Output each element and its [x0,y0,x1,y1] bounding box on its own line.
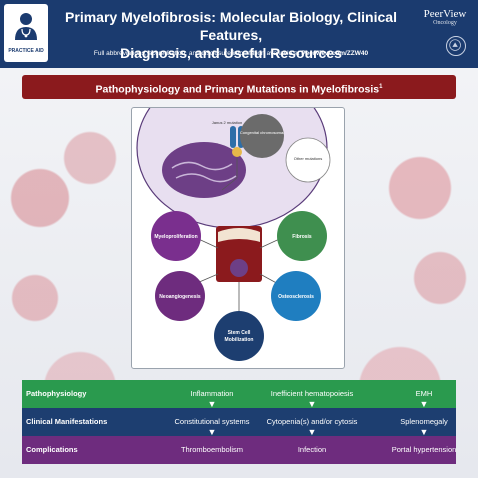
subtitle: Full abbreviations, accreditation, and d… [56,50,406,57]
table-cell: Thromboembolism [180,445,244,454]
chromatin [171,161,233,171]
other-mutations-text: Other mutations [294,156,322,161]
pathophysiology-diagram: Congenital chromosomal Other mutations J… [136,108,331,361]
congenital-callout [240,114,284,158]
section-title: Pathophysiology and Primary Mutations in… [95,83,380,96]
node-fibrosis-label: Fibrosis [292,234,312,240]
table-cell: Cytopenia(s) and/or cytosis [266,417,358,426]
node-osteosclerosis [271,271,321,321]
table-row-pathophysiology: Pathophysiology Inflammation Inefficient… [22,380,456,408]
arrow-down-icon: ▼ [307,399,317,409]
table-cell: Splenomegaly [400,417,448,426]
node-myeloproliferation [151,211,201,261]
node-neoangiogenesis [155,271,205,321]
table-cell: Constitutional systems [174,417,250,426]
brand-logo: PeerView Oncology [414,8,476,26]
title-line-1: Primary Myelofibrosis: Molecular Biology… [65,9,397,43]
section-banner: Pathophysiology and Primary Mutations in… [22,75,456,99]
kinase [232,147,242,157]
marrow-surface [218,228,260,242]
bone-marrow-core [216,226,262,282]
node-myeloproliferation-label: Myeloproliferation [154,234,197,240]
node-stem-cell-label-2: Mobilization [225,337,254,343]
table-row-complications: Complications Thromboembolism Infection … [22,436,456,464]
node-neoangiogenesis-label: Neoangiogenesis [159,294,201,300]
node-fibrosis [277,211,327,261]
row-label: Complications [26,445,78,454]
subtitle-link[interactable]: PeerView.com/ZZW40 [301,50,369,57]
subtitle-text: Full abbreviations, accreditation, and d… [93,50,302,57]
doctor-icon [15,13,37,40]
arrow-down-icon: ▼ [207,427,217,437]
title-line-2: Diagnosis, and Useful Resources [120,45,342,61]
page-title: Primary Myelofibrosis: Molecular Biology… [56,8,406,62]
chromatin [175,173,237,183]
brand-sub: Oncology [433,20,457,26]
signal-arrow [221,177,238,191]
pathophysiology-figure: Congenital chromosomal Other mutations J… [131,107,345,369]
table-cell: Inefficient hematopoiesis [270,389,354,398]
arrow-down-icon: ▼ [207,399,217,409]
other-mutations-callout [285,137,331,183]
accreditation-seal-icon [446,36,466,56]
congenital-callout-text: Congenital chromosomal [240,130,284,135]
header: PRACTICE AID Primary Myelofibrosis: Mole… [0,0,478,68]
arrow-down-icon: ▼ [419,427,429,437]
table-cell: Inflammation [190,389,234,398]
arrow-down-icon: ▼ [307,427,317,437]
node-osteosclerosis-label: Osteosclerosis [278,294,314,300]
receptor [230,126,236,148]
table-cell: Infection [297,445,327,454]
nucleus [162,142,246,198]
logo-label: PRACTICE AID [8,48,44,54]
table-row-clinical-manifestations: Clinical Manifestations Constitutional s… [22,408,456,436]
row-label: Clinical Manifestations [26,417,108,426]
reference-superscript: 1 [379,84,383,90]
practice-aid-logo: PRACTICE AID [4,4,48,62]
brand-name: PeerView [423,8,467,20]
row-label: Pathophysiology [26,389,87,398]
table-cell: Portal hypertension [391,445,457,454]
megakaryocyte [230,259,248,277]
node-stem-cell-mobilization [214,311,264,361]
top-callout-text: Janus 2 mutation [212,120,242,125]
table-cell: EMH [415,389,433,398]
summary-table: Pathophysiology Inflammation Inefficient… [22,380,456,464]
arrow-down-icon: ▼ [419,399,429,409]
node-stem-cell-label-1: Stem Cell [228,330,251,336]
